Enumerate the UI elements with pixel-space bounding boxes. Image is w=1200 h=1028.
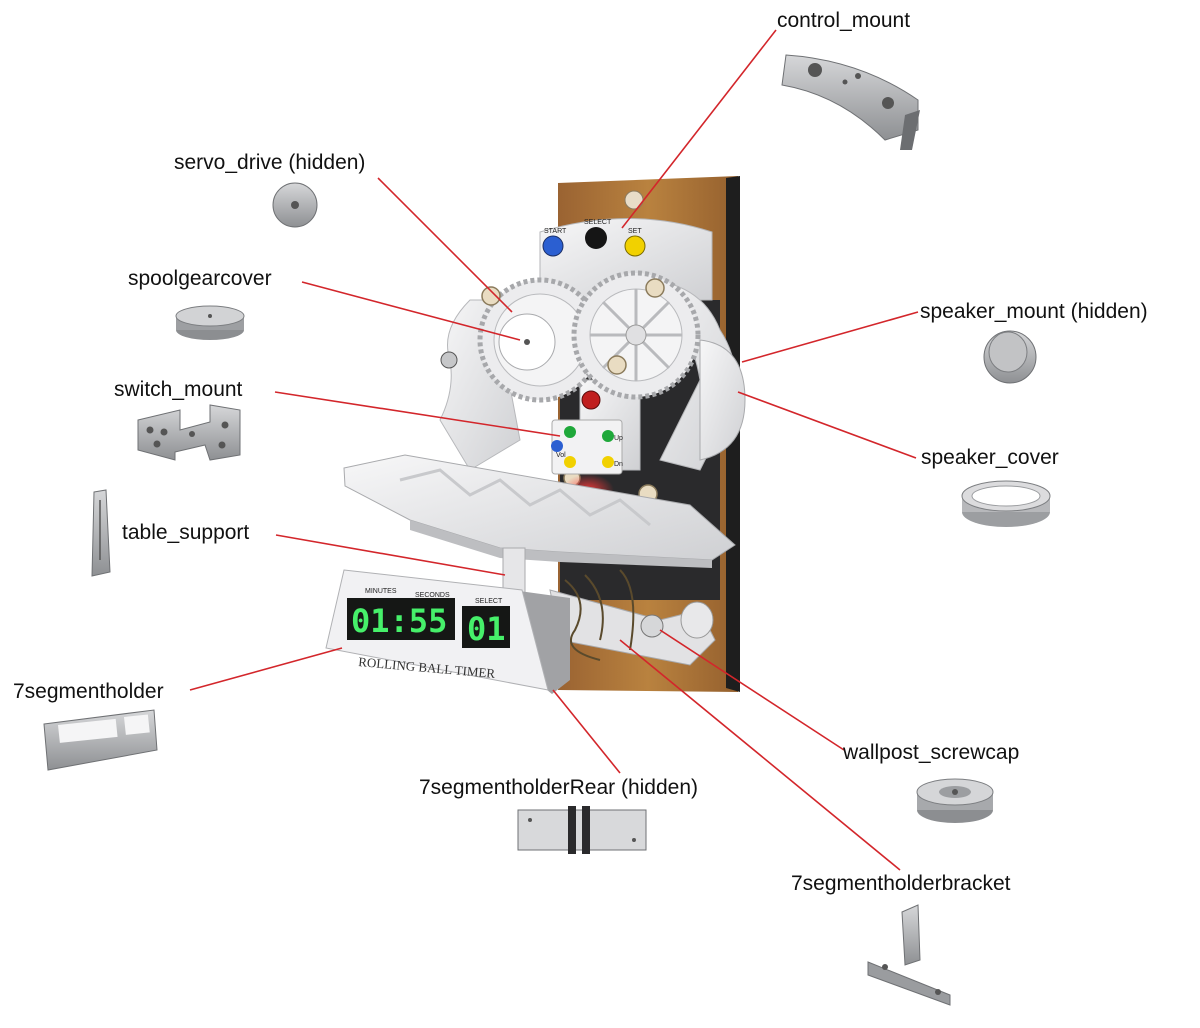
switch-dn <box>602 456 614 468</box>
label-servo-drive: servo_drive (hidden) <box>174 151 366 174</box>
part-control-mount <box>781 54 920 150</box>
table-front-edge <box>410 520 712 568</box>
part-wallpost-screwcap <box>916 778 994 823</box>
right-spool-gear <box>571 270 701 400</box>
select-display-window <box>462 606 510 648</box>
part-speaker-mount <box>983 330 1037 384</box>
part-speaker-cover <box>961 480 1051 527</box>
label-7segmentholder-bracket: 7segmentholderbracket <box>791 872 1011 895</box>
set-button <box>624 235 646 257</box>
leader-wallpost-screwcap <box>659 629 845 751</box>
select-text: SELECT <box>584 219 612 226</box>
label-speaker-mount: speaker_mount (hidden) <box>920 300 1148 323</box>
time-digits: 01:55 <box>351 602 447 640</box>
part-spoolgearcover <box>175 305 245 340</box>
switch-vol-text: Vol <box>556 452 566 459</box>
select-header: SELECT <box>475 598 503 605</box>
seconds-header: SECONDS <box>415 592 450 599</box>
label-7segmentholder: 7segmentholder <box>13 680 164 703</box>
select-digits: 01 <box>467 610 506 648</box>
switch-vol-dn <box>564 456 576 468</box>
part-7segmentholder-rear <box>517 806 647 854</box>
main-assembly: START SELECT SET <box>325 176 746 694</box>
wallpost-cap <box>640 614 664 638</box>
switch-blue <box>551 440 563 452</box>
label-table-support: table_support <box>122 521 250 544</box>
table-grooves <box>399 468 651 527</box>
leader-speaker-cover <box>737 391 917 459</box>
label-7segmentholder-rear: 7segmentholderRear (hidden) <box>419 776 698 799</box>
leader-control-mount <box>621 29 777 229</box>
label-spoolgearcover: spoolgearcover <box>128 267 272 290</box>
wiring <box>564 569 635 661</box>
part-servo-drive <box>272 182 318 228</box>
part-7segmentholder-bracket <box>867 904 951 1006</box>
switch-up-text: Up <box>614 435 623 442</box>
label-speaker-cover: speaker_cover <box>921 446 1059 469</box>
speaker-housing <box>699 339 746 461</box>
wallpost-post <box>680 601 714 639</box>
power-button <box>581 390 601 410</box>
part-7segmentholder <box>43 709 158 771</box>
leader-switch-mount <box>274 391 561 437</box>
label-control-mount: control_mount <box>777 9 911 32</box>
leader-speaker-mount <box>741 311 919 363</box>
leader-7segmentholder-bracket <box>619 639 901 871</box>
leader-7segmentholder <box>189 647 343 691</box>
leader-7segmentholder-rear <box>552 689 621 774</box>
leader-table-support <box>275 534 506 576</box>
minutes-header: MINUTES <box>365 588 397 595</box>
leader-servo-drive <box>377 177 513 313</box>
label-switch-mount: switch_mount <box>114 378 243 401</box>
set-text: SET <box>628 228 642 235</box>
start-button <box>542 235 564 257</box>
switch-vol-up <box>564 426 576 438</box>
table-support-post <box>502 547 526 594</box>
select-knob <box>585 227 607 249</box>
backboard-peg <box>624 190 644 210</box>
part-switch-mount <box>137 404 241 461</box>
leader-lines <box>189 29 919 871</box>
switch-up <box>602 430 614 442</box>
start-text: START <box>544 228 567 235</box>
switch-dn-text: Dn <box>614 461 623 468</box>
label-wallpost-screwcap: wallpost_screwcap <box>843 741 1020 764</box>
part-table-support <box>91 489 111 577</box>
leader-spoolgearcover <box>301 281 521 341</box>
time-display-window <box>347 598 455 640</box>
